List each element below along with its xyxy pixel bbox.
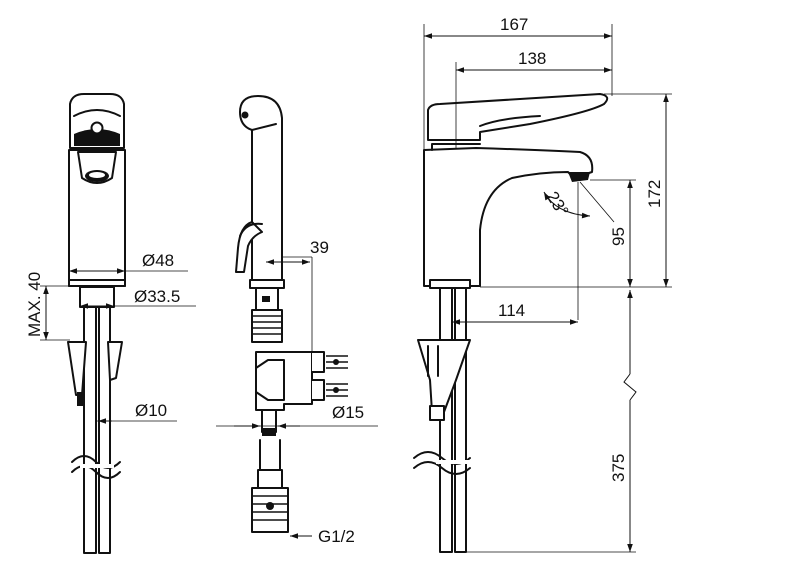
side-view [235, 95, 348, 533]
profile-view [413, 93, 609, 553]
dim-95: 95 [609, 227, 628, 246]
side-lever [235, 221, 263, 273]
profile-body [423, 147, 594, 287]
dim-g12: G1/2 [318, 527, 355, 546]
front-mounting-clamp [67, 341, 87, 396]
profile-mounting-clamp [417, 339, 471, 413]
dim-d15: Ø15 [332, 403, 364, 422]
front-pipes [83, 286, 97, 554]
dim-d48: Ø48 [142, 251, 174, 270]
dim-167: 167 [500, 15, 528, 34]
front-view [67, 93, 126, 554]
dim-max40: MAX. 40 [25, 272, 44, 337]
front-dimensions: Ø48 Ø33.5 Ø10 MAX. 40 [25, 251, 196, 424]
dim-375: 375 [609, 454, 628, 482]
profile-dimensions: 167 138 172 95 23° 114 375 [423, 15, 672, 553]
dim-172: 172 [645, 180, 664, 208]
dim-d33-5: Ø33.5 [134, 287, 180, 306]
dim-d10: Ø10 [135, 401, 167, 420]
dim-114: 114 [498, 301, 525, 320]
dim-39: 39 [310, 238, 329, 257]
side-dimensions: 39 Ø15 G1/2 [216, 238, 378, 546]
dim-138: 138 [518, 49, 546, 68]
side-body [239, 95, 283, 287]
dim-23-degrees: 23° [543, 188, 573, 220]
